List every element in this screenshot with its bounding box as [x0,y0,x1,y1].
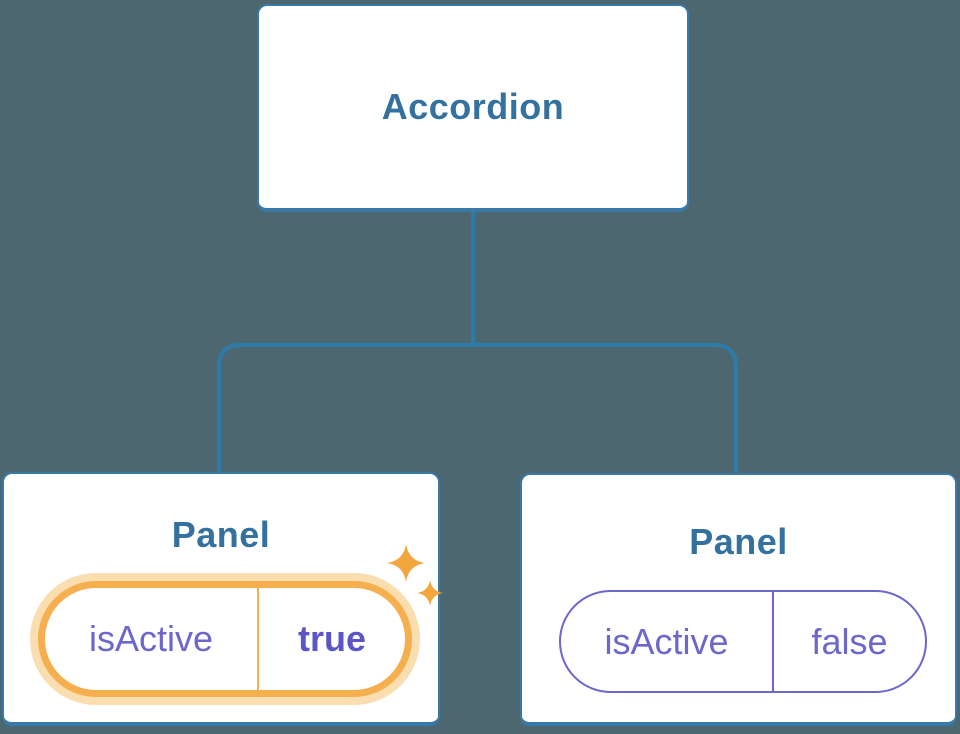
state-prop-name: isActive [604,620,729,662]
panel-node-label: Panel [689,521,788,562]
panel-node-inactive: Panel isActive false [520,473,957,726]
accordion-node-label: Accordion [381,86,565,127]
sparkles-icon [387,544,443,606]
state-prop-value: true [297,618,366,659]
state-pill-divider [772,592,774,691]
connector-branch [217,343,738,477]
state-pill-inactive: isActive false [559,590,927,693]
panel-node-active: Panel isActive true [2,472,443,726]
accordion-node: Accordion [257,4,689,212]
state-pill-active: isActive true [38,581,412,697]
panel-node-label: Panel [171,514,271,555]
state-prop-name: isActive [88,618,214,659]
state-prop-value: false [811,620,888,662]
state-pill-divider [257,588,259,690]
